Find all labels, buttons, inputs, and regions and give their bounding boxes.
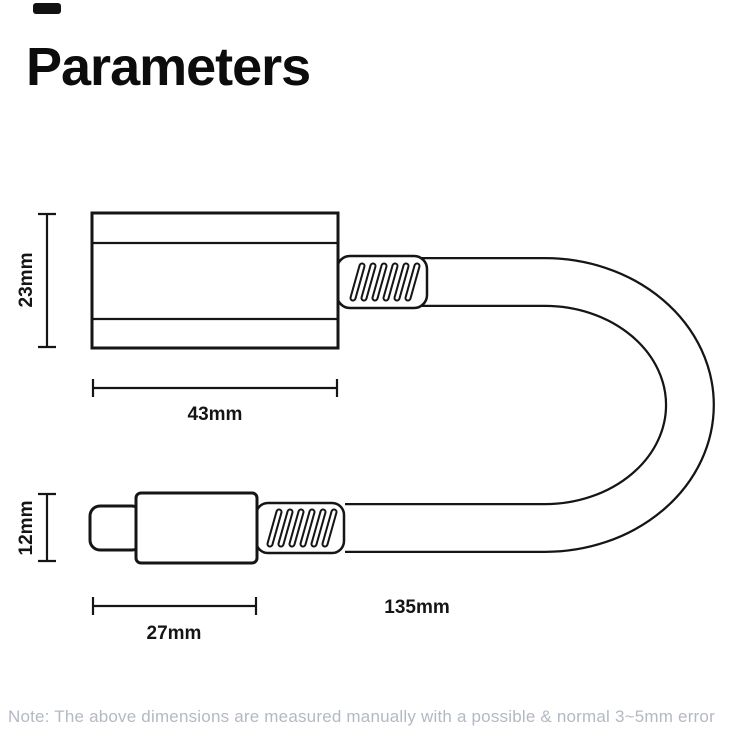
dim-usb-c-height: 12mm	[16, 492, 56, 563]
usb-c-width-label: 27mm	[147, 623, 202, 644]
usb-c-strain-relief	[254, 501, 346, 555]
usb-c-plug-tip	[88, 504, 144, 552]
page-title: Parameters	[26, 37, 311, 97]
dim-usb-c-width: 27mm	[91, 597, 258, 644]
usb-a-connector	[90, 211, 340, 350]
usb-c-connector	[88, 491, 259, 565]
usb-a-width-label: 43mm	[188, 404, 243, 425]
usb-c-height-label: 12mm	[16, 501, 37, 556]
corner-mark	[33, 3, 61, 14]
usb-a-housing	[90, 211, 340, 350]
dim-usb-a-height: 23mm	[16, 212, 56, 349]
dim-usb-a-width: 43mm	[91, 379, 339, 425]
usb-c-housing	[134, 491, 259, 565]
note-text: Note: The above dimensions are measured …	[8, 707, 715, 726]
cable	[345, 257, 715, 553]
usb-a-height-label: 23mm	[16, 253, 37, 308]
usb-a-strain-relief	[335, 254, 429, 310]
cable-length-label: 135mm	[384, 597, 450, 618]
cable-body	[345, 259, 713, 551]
